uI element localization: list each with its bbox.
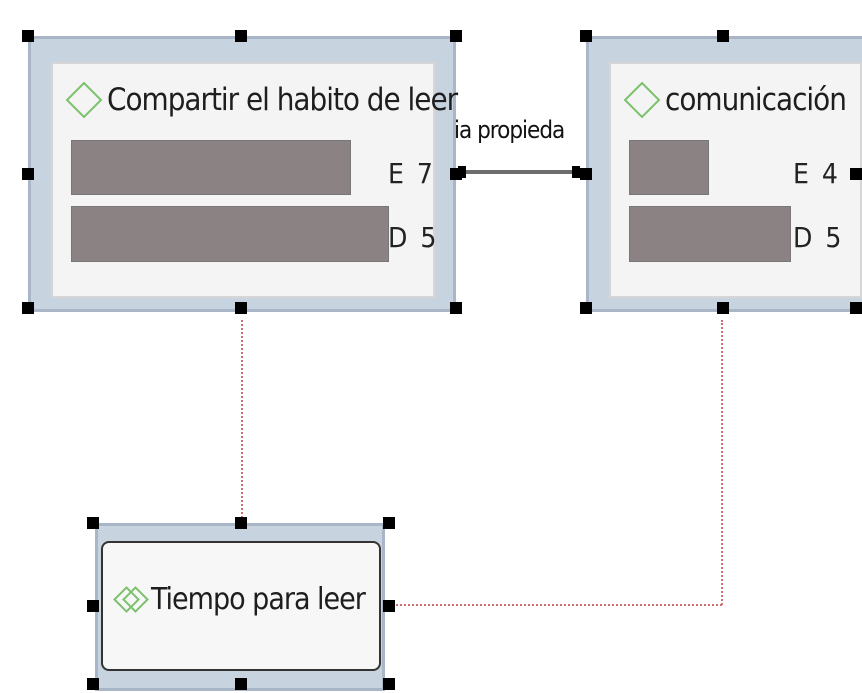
bar-label-e: E 7 — [388, 157, 433, 190]
resize-handle[interactable] — [717, 30, 729, 42]
resize-handle[interactable] — [87, 517, 99, 529]
concept-node-compartir[interactable]: Compartir el habito de leer E 7 D 5 — [16, 28, 468, 320]
resize-handle[interactable] — [87, 600, 99, 612]
node-title-text: Tiempo para leer — [151, 581, 366, 617]
connector-endpoint[interactable] — [572, 166, 580, 178]
resize-handle[interactable] — [235, 678, 247, 690]
double-diamond-icon — [113, 585, 149, 613]
dotted-link-horizontal[interactable] — [391, 604, 722, 606]
bar-d — [629, 206, 791, 262]
resize-handle[interactable] — [850, 302, 862, 314]
dotted-link-vertical[interactable] — [721, 320, 723, 605]
concept-node-tiempo[interactable]: Tiempo para leer — [85, 515, 405, 693]
resize-handle[interactable] — [235, 302, 247, 314]
bar-label-d: D 5 — [793, 221, 841, 254]
node-title: comunicación — [621, 78, 847, 122]
connector-endpoint[interactable] — [458, 166, 466, 178]
resize-handle[interactable] — [235, 30, 247, 42]
bar-e — [71, 140, 351, 195]
resize-handle[interactable] — [22, 168, 34, 180]
resize-handle[interactable] — [383, 678, 395, 690]
resize-handle[interactable] — [235, 517, 247, 529]
concept-node-comunicacion[interactable]: comunicación E 4 D 5 — [574, 28, 862, 320]
resize-handle[interactable] — [580, 168, 592, 180]
resize-handle[interactable] — [87, 678, 99, 690]
resize-handle[interactable] — [22, 302, 34, 314]
node-title-text: Compartir el habito de leer — [107, 82, 458, 118]
resize-handle[interactable] — [580, 302, 592, 314]
bar-label-e: E 4 — [793, 157, 838, 190]
resize-handle[interactable] — [850, 168, 862, 180]
bar-label-d: D 5 — [388, 221, 436, 254]
resize-handle[interactable] — [717, 302, 729, 314]
resize-handle[interactable] — [383, 517, 395, 529]
diamond-icon — [623, 81, 661, 119]
bar-e — [629, 140, 709, 195]
resize-handle[interactable] — [450, 30, 462, 42]
node-card — [101, 541, 381, 671]
node-title-text: comunicación — [665, 82, 847, 118]
resize-handle[interactable] — [383, 600, 395, 612]
dotted-link-vertical[interactable] — [241, 320, 243, 530]
connector-label: ia propieda — [454, 116, 565, 144]
diamond-icon — [65, 81, 103, 119]
node-title: Compartir el habito de leer — [63, 78, 458, 122]
resize-handle[interactable] — [22, 30, 34, 42]
node-title: Tiempo para leer — [113, 577, 366, 621]
resize-handle[interactable] — [450, 302, 462, 314]
connector-line[interactable] — [461, 170, 576, 174]
resize-handle[interactable] — [580, 30, 592, 42]
bar-d — [71, 206, 389, 262]
